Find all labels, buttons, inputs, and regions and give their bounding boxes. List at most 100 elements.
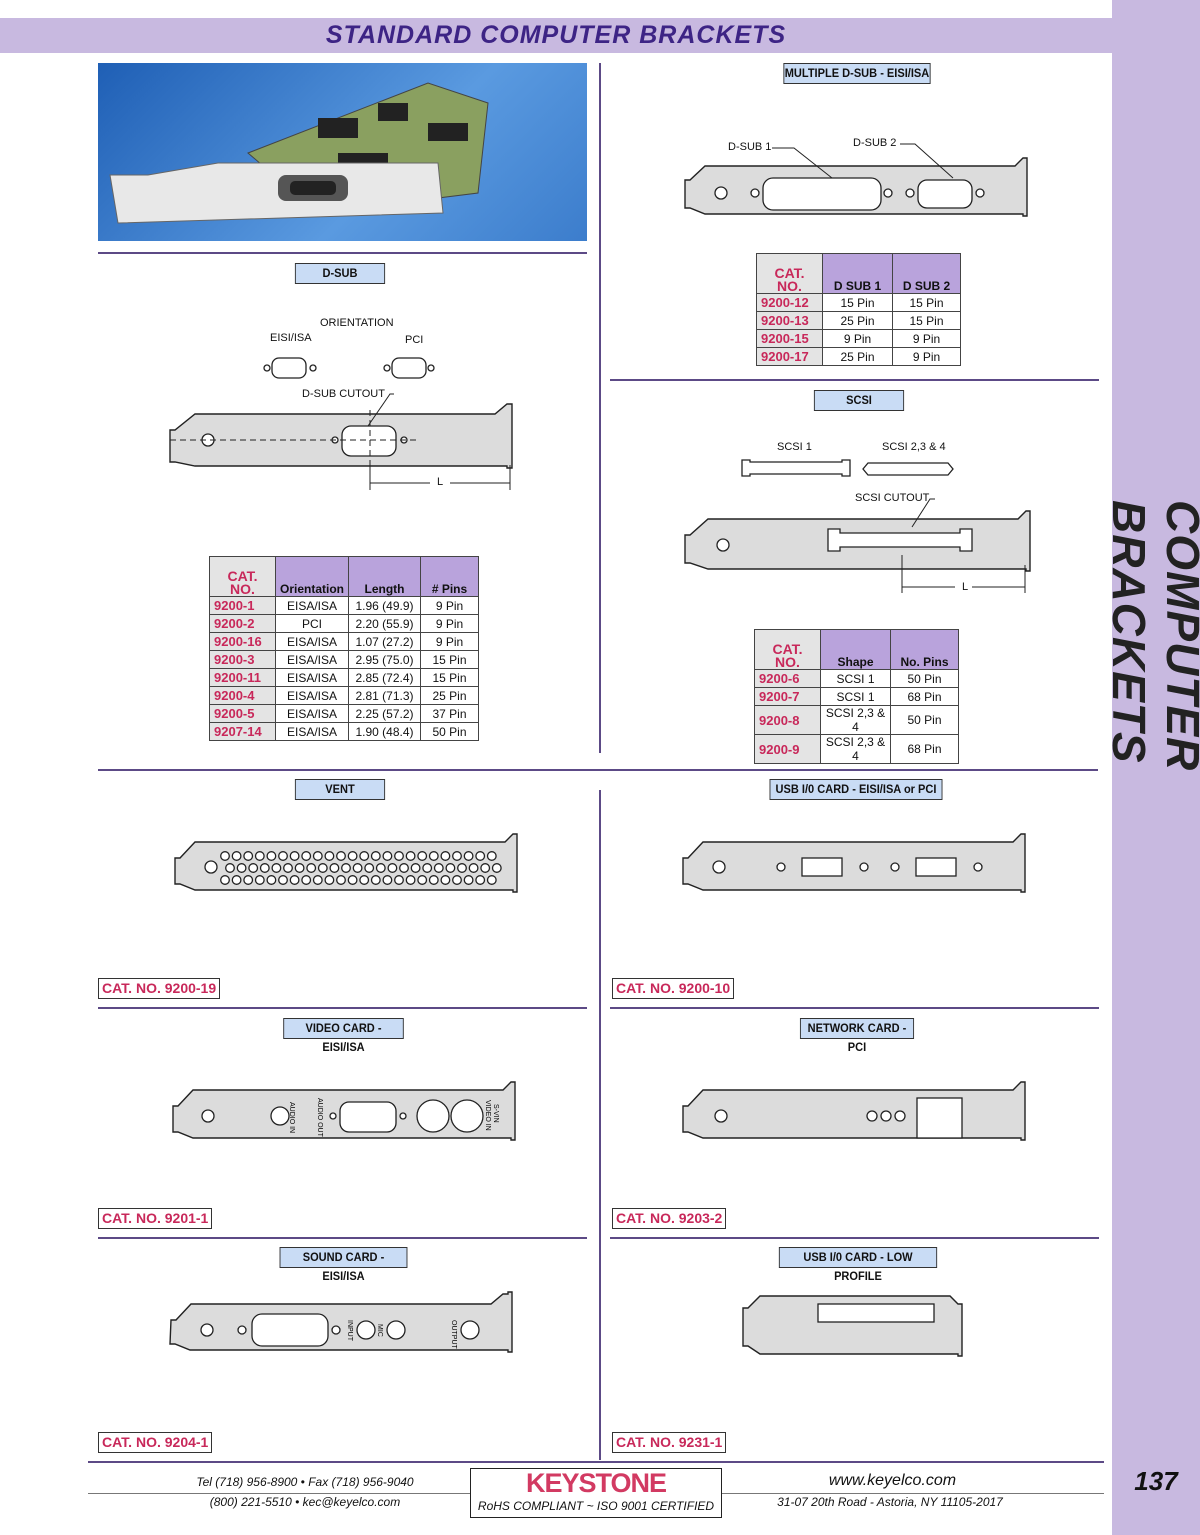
video-in-text: VIDEO IN [484, 1100, 491, 1131]
divider [599, 790, 601, 1460]
divider [88, 1461, 1104, 1463]
col-header: CAT. NO. [209, 556, 276, 597]
vent-hole [220, 875, 230, 885]
vent-hole [347, 875, 358, 885]
video-label: VIDEO CARD - EISI/ISA [283, 1018, 404, 1054]
vent-hole [382, 875, 393, 885]
vent-hole [236, 863, 247, 873]
page-number: 137 [1134, 1466, 1178, 1496]
col-header: Length [348, 556, 422, 597]
vent-hole [417, 851, 428, 861]
footer-website[interactable]: www.keyelco.com [828, 1472, 957, 1489]
divider [98, 769, 1098, 771]
table-cell: 50 Pin [420, 722, 480, 741]
cat-no-cell: 9207-14 [209, 722, 276, 741]
vent-hole [370, 851, 381, 861]
vent-hole [283, 863, 293, 873]
vent-hole [254, 851, 265, 861]
divider [98, 1007, 587, 1009]
dsub1-label: D-SUB 1 [728, 141, 772, 153]
sidebar-title: COMPUTER BRACKETS [1103, 500, 1200, 1040]
vent-hole [422, 863, 433, 873]
vent-hole [394, 875, 404, 885]
audio-in-text: AUDIO IN [288, 1102, 295, 1133]
cat-no-cell: 9200-11 [209, 668, 276, 687]
table-cell: EISA/ISA [274, 686, 350, 705]
table-cell: 25 Pin [822, 311, 893, 330]
cat-no-cell: 9200-9 [754, 734, 821, 764]
cat-no-cell: 9200-7 [754, 687, 821, 706]
cat-no-cell: 9200-3 [209, 650, 276, 669]
video-bracket-drawing: AUDIO IN AUDIO OUT S-VIN VIDEO IN [172, 1081, 516, 1141]
keystone-logo-box: KEYSTONE RoHS COMPLIANT ~ ISO 9001 CERTI… [470, 1468, 722, 1518]
usb-low-profile-bracket-drawing [742, 1295, 963, 1357]
table-cell: 50 Pin [890, 669, 959, 688]
col-header: Orientation [274, 556, 350, 597]
vent-hole [248, 863, 259, 873]
vent-hole [475, 851, 486, 861]
table-cell: 1.07 (27.2) [348, 632, 422, 651]
cat-no-cell: 9200-6 [754, 669, 821, 688]
vent-hole [243, 875, 254, 885]
vent-hole [243, 851, 254, 861]
table-cell: EISA/ISA [274, 650, 350, 669]
table-cell: 9 Pin [892, 347, 961, 366]
sidebar-title-text: COMPUTER BRACKETS [1103, 500, 1200, 772]
cat-no-cell: 9200-15 [756, 329, 823, 348]
cat-no-cell: 9200-13 [756, 311, 823, 330]
vent-hole [410, 863, 421, 873]
col-header: CAT. NO. [754, 629, 821, 670]
vent-hole [341, 863, 351, 873]
table-cell: 37 Pin [420, 704, 480, 723]
vent-hole [329, 863, 340, 873]
table-cell: 9 Pin [420, 614, 480, 633]
table-cell: 68 Pin [890, 734, 959, 764]
table-cell: SCSI 1 [820, 687, 891, 706]
pci-label: PCI [405, 334, 424, 346]
divider [610, 1007, 1099, 1009]
vent-hole [399, 863, 409, 873]
network-bracket-drawing [682, 1081, 1026, 1141]
vent-hole [440, 851, 451, 861]
vent-hole [359, 851, 370, 861]
table-cell: 25 Pin [420, 686, 480, 705]
vent-hole [289, 851, 300, 861]
vent-hole [301, 875, 312, 885]
vent-hole [491, 863, 502, 873]
vent-hole [271, 863, 282, 873]
vent-hole [375, 863, 386, 873]
vent-hole [428, 875, 439, 885]
table-cell: 9 Pin [420, 596, 480, 615]
vent-hole [457, 863, 467, 873]
cat-no-cell: 9200-4 [209, 686, 276, 705]
divider [610, 1237, 1099, 1239]
vent-hole [294, 863, 305, 873]
usb-low-profile-cat-no: CAT. NO. 9231-1 [612, 1432, 727, 1453]
table-cell: 15 Pin [420, 668, 480, 687]
network-label: NETWORK CARD - PCI [799, 1018, 915, 1054]
scsi-bracket-drawing [684, 459, 1031, 593]
vent-hole [394, 851, 404, 861]
vent-hole [370, 875, 381, 885]
vent-hole [433, 863, 444, 873]
table-cell: EISA/ISA [274, 632, 350, 651]
dsub-cutout-label: D-SUB CUTOUT [302, 388, 385, 400]
vent-hole [475, 875, 486, 885]
length-label: L [437, 476, 444, 488]
vent-bracket-drawing [174, 833, 518, 893]
vent-hole [486, 875, 497, 885]
vent-hole [231, 851, 242, 861]
scsi234-label: SCSI 2,3 & 4 [882, 441, 946, 453]
col-header: CAT. NO. [756, 253, 823, 294]
vent-hole [405, 851, 416, 861]
divider [599, 63, 601, 753]
vent-hole [278, 851, 288, 861]
